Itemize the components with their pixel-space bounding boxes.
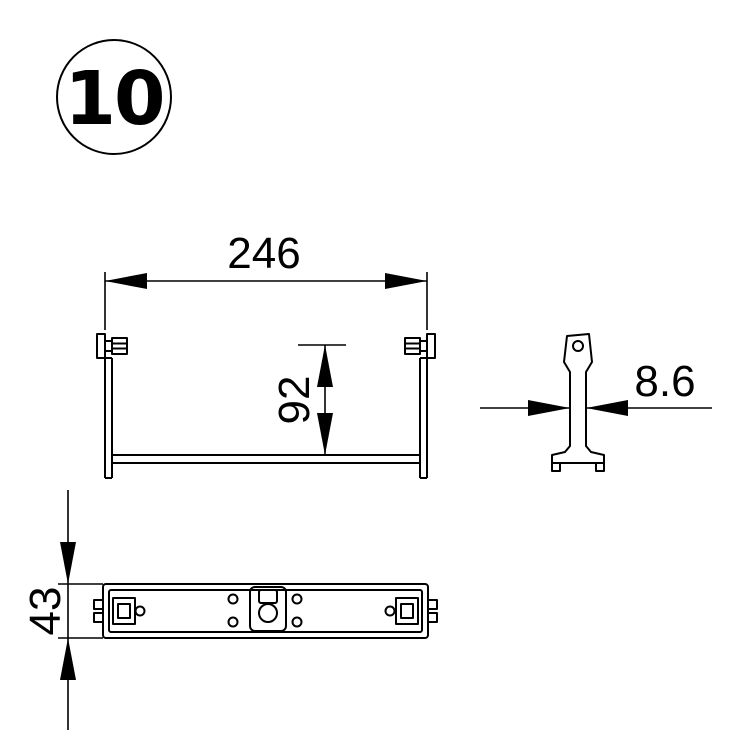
side-right-foot — [595, 462, 605, 472]
dim-height-arrow-bottom — [317, 413, 333, 455]
center-fixture-hole — [258, 603, 278, 623]
balloon-callout: 10 — [56, 39, 172, 155]
side-left-foot — [551, 462, 561, 472]
right-end-bracket-hole — [400, 603, 414, 619]
dim-width: 246 — [104, 229, 428, 330]
left-end-bracket-hole — [117, 603, 131, 619]
dim-depth-arrow-top — [60, 542, 76, 584]
left-nut — [111, 337, 128, 355]
dim-width-arrow-left — [105, 273, 147, 289]
center-fixture — [249, 586, 287, 632]
plate-hole — [227, 593, 239, 605]
right-nub-bottom — [427, 612, 438, 623]
side-view — [551, 333, 605, 472]
dim-width-label: 246 — [227, 229, 300, 278]
right-end-bracket — [395, 597, 419, 625]
plate-hole — [134, 605, 146, 617]
right-washer — [426, 333, 436, 359]
front-view — [96, 333, 436, 479]
balloon-circle — [56, 39, 172, 155]
dim-thickness-arrow-left — [528, 400, 570, 416]
dim-depth-arrow-bottom — [60, 638, 76, 680]
center-fixture-slot — [258, 589, 278, 604]
side-profile-outline — [551, 333, 605, 464]
plate-outline — [102, 583, 429, 639]
left-washer — [96, 333, 106, 359]
dim-thickness-arrow-right — [586, 400, 628, 416]
dim-depth-label: 43 — [21, 587, 70, 636]
left-nub-bottom — [93, 612, 104, 623]
right-bolt-neck — [419, 340, 428, 352]
dim-thickness-label: 8.6 — [634, 357, 695, 406]
dim-depth: 43 — [21, 490, 103, 730]
bottom-view — [93, 583, 438, 639]
left-end-bracket — [112, 597, 136, 625]
plate-hole — [227, 616, 239, 628]
dim-height: 92 — [270, 344, 346, 455]
balloon-number: 10 — [65, 56, 164, 142]
plate-hole — [291, 616, 303, 628]
dim-height-arrow-top — [317, 345, 333, 387]
plate-hole — [291, 593, 303, 605]
dim-height-label: 92 — [270, 376, 319, 425]
right-nut — [404, 337, 421, 355]
dim-width-arrow-right — [385, 273, 427, 289]
left-nub-top — [93, 599, 104, 610]
dim-thickness: 8.6 — [480, 357, 712, 416]
plate-inner-outline — [108, 589, 423, 633]
side-top-hole — [572, 340, 584, 352]
right-bolt — [404, 333, 436, 359]
right-nub-top — [427, 599, 438, 610]
left-bolt — [96, 333, 128, 359]
left-bolt-neck — [104, 340, 113, 352]
plate-hole — [384, 605, 396, 617]
